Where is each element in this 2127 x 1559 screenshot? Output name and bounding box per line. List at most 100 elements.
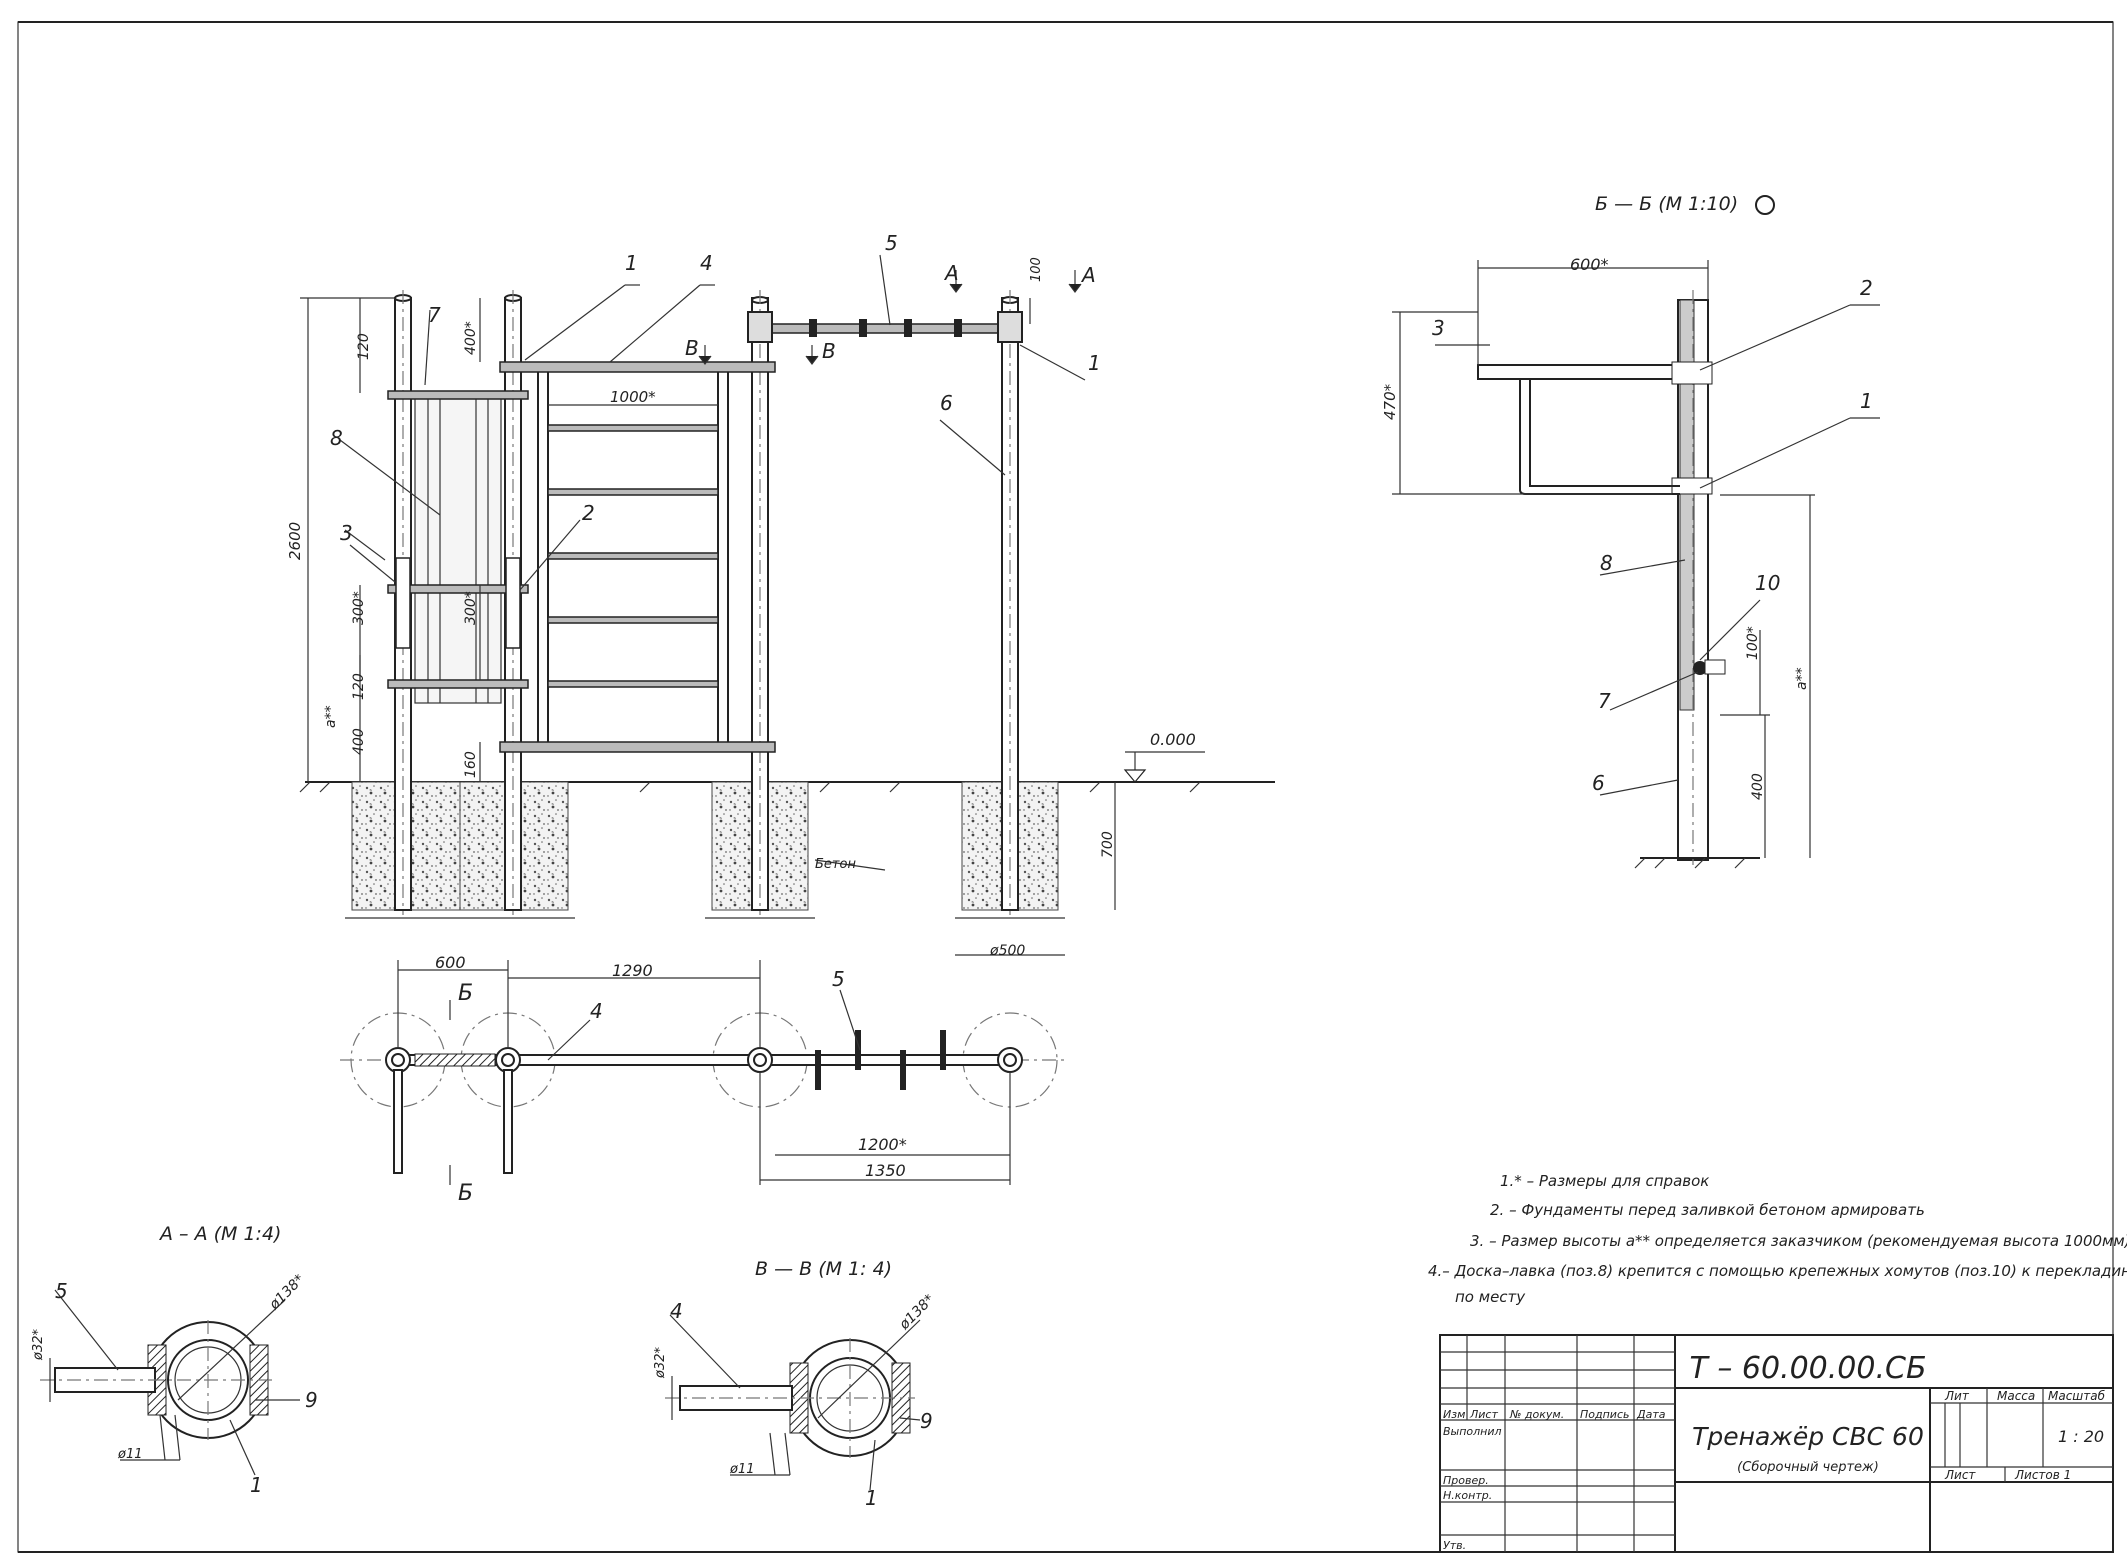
drawing-code: Т – 60.00.00.СБ: [1689, 1351, 1926, 1386]
aa-dim-32: ø32*: [31, 1329, 46, 1361]
pos-7-front: 7: [428, 303, 441, 327]
posts: [394, 290, 1019, 915]
pos-6-front: 6: [940, 391, 953, 415]
concrete-label: Бетон: [815, 857, 856, 872]
plan-view: 600 1290 1200* 1350 Б Б 4 5: [340, 953, 1065, 1206]
pos-5-aa: 5: [55, 1279, 68, 1303]
dim-a-left: a**: [323, 705, 339, 728]
tb-izm: Изм: [1443, 1408, 1465, 1421]
notes: 1.* – Размеры для справок 2. – Фундамент…: [1428, 1172, 2127, 1306]
plan-cut-b-bottom: Б: [458, 1181, 473, 1206]
note-2: 2. – Фундаменты перед заливкой бетоном а…: [1490, 1201, 1925, 1219]
level-mark-text: 0.000: [1150, 730, 1196, 749]
aa-dim-138: ø138*: [266, 1272, 308, 1314]
bb-dim-600: 600*: [1570, 255, 1609, 274]
pos-2-bb: 2: [1860, 276, 1873, 300]
cut-a-right: А: [1080, 263, 1096, 287]
title-block: Т – 60.00.00.СБ Тренажёр СВС 60 (Сборочн…: [1439, 1334, 2114, 1553]
section-vv-title: В — В (М 1: 4): [755, 1258, 892, 1280]
pos-9-vv: 9: [920, 1409, 933, 1433]
tb-utv: Утв.: [1443, 1539, 1466, 1552]
pos-9-aa: 9: [305, 1388, 318, 1412]
tb-lit: Лит: [1944, 1389, 1970, 1403]
pos-5-front: 5: [885, 231, 898, 255]
dim-300-left: 300*: [351, 591, 367, 625]
vv-dim-32: ø32*: [653, 1347, 668, 1379]
drawing-name: Тренажёр СВС 60: [1692, 1422, 1924, 1451]
dim-300-right: 300*: [463, 591, 479, 625]
plan-dim-1290: 1290: [612, 961, 653, 980]
tb-nkontr: Н.контр.: [1443, 1489, 1492, 1502]
bb-dim-100: 100*: [1745, 626, 1761, 660]
section-bb-title: Б — Б (М 1:10): [1595, 193, 1738, 215]
note-1: 1.* – Размеры для справок: [1500, 1172, 1709, 1190]
pos-8-front: 8: [330, 426, 343, 450]
plan-dim-1200: 1200*: [858, 1135, 907, 1154]
pos-3-bb: 3: [1432, 316, 1445, 340]
pos-1-front: 1: [625, 251, 638, 275]
bb-dim-400: 400: [1750, 773, 1766, 800]
cut-v-left: В: [685, 336, 699, 360]
aa-dim-11: ø11: [117, 1447, 143, 1462]
tb-masshtab: Масштаб: [2048, 1389, 2106, 1403]
note-4: 4.– Доска–лавка (поз.8) крепится с помощ…: [1428, 1262, 2127, 1280]
plan-dim-600: 600: [435, 953, 466, 972]
section-aa-title: А – А (М 1:4): [158, 1223, 281, 1245]
section-vv: В — В (М 1: 4) ø32* ø138* ø11 4 9 1: [653, 1258, 938, 1510]
front-view: 2600 120 400* 300* 300* 120 a** 400 160 …: [286, 231, 1275, 959]
dim-120-bottom: 120: [351, 673, 367, 700]
tb-sign: Подпись: [1580, 1408, 1629, 1421]
pos-1-aa: 1: [250, 1473, 263, 1497]
dim-700: 700: [1100, 831, 1116, 858]
bench-board: [414, 392, 502, 704]
pos-6-bb: 6: [1592, 771, 1605, 795]
dim-100-top: 100: [1029, 257, 1044, 282]
dim-120-top: 120: [356, 333, 372, 360]
tb-massa: Масса: [1997, 1389, 2035, 1403]
pos-10-bb: 10: [1755, 571, 1780, 595]
section-aa: А – А (М 1:4) ø32* ø138* ø11 5 9 1: [31, 1223, 318, 1497]
pos-4-plan: 4: [590, 999, 603, 1023]
pos-5-plan: 5: [832, 967, 845, 991]
pos-1-right: 1: [1088, 351, 1101, 375]
front-dimensions: [300, 297, 1116, 956]
dim-160: 160: [463, 751, 479, 778]
plan-cut-b-top: Б: [458, 981, 473, 1006]
drawing-subtitle: (Сборочный чертеж): [1737, 1460, 1879, 1475]
vv-dim-11: ø11: [729, 1462, 755, 1477]
tb-list: Лист: [1469, 1408, 1498, 1421]
tb-sheets: Листов 1: [2014, 1468, 2071, 1482]
dim-2600: 2600: [286, 522, 304, 560]
dim-1000: 1000*: [610, 388, 656, 406]
sheet-frame: [17, 21, 2114, 1553]
pos-4-front: 4: [700, 251, 713, 275]
cut-marks: [698, 270, 1082, 365]
pos-1-vv: 1: [865, 1486, 878, 1510]
tb-doc: № докум.: [1509, 1408, 1564, 1421]
level-mark: [1123, 751, 1205, 783]
note-4-cont: по месту: [1455, 1288, 1526, 1306]
dim-400-star: 400*: [463, 321, 479, 355]
tb-sheet: Лист: [1944, 1468, 1976, 1482]
vv-dim-138: ø138*: [896, 1292, 938, 1334]
position-leaders: [339, 254, 1086, 591]
pos-1-bb: 1: [1860, 389, 1873, 413]
top-bar: [761, 323, 1008, 334]
pos-8-bb: 8: [1600, 551, 1613, 575]
pos-2-front: 2: [582, 501, 595, 525]
foundations: [345, 781, 1065, 919]
dim-400-left: 400: [351, 728, 367, 755]
cut-v-right: В: [822, 339, 836, 363]
note-3: 3. – Размер высоты a** определяется зака…: [1470, 1232, 2127, 1250]
section-bb: Б — Б (М 1:10): [1381, 193, 1880, 869]
pos-3-front: 3: [340, 521, 353, 545]
tb-prover: Провер.: [1443, 1474, 1489, 1487]
plan-dim-1350: 1350: [865, 1161, 906, 1180]
ladder: [499, 361, 776, 753]
tb-vypolnil: Выполнил: [1443, 1425, 1502, 1438]
bb-dim-470: 470*: [1381, 383, 1399, 420]
dim-d500: ø500: [989, 943, 1025, 959]
tb-date: Дата: [1636, 1408, 1666, 1421]
pos-7-bb: 7: [1598, 689, 1611, 713]
